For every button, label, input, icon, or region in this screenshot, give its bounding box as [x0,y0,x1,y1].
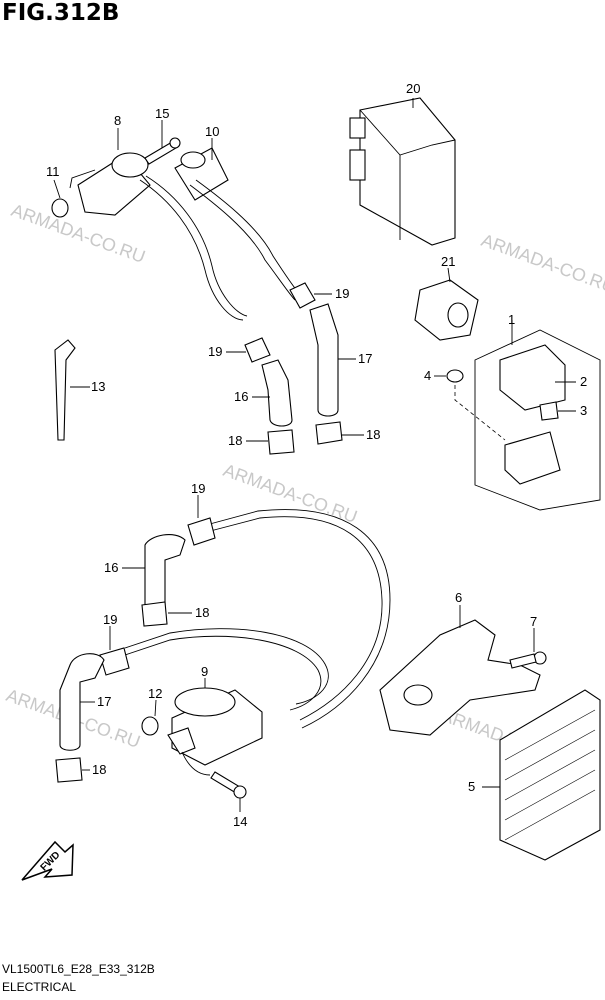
callout: 11 [46,164,60,179]
figure-title: FIG.312B [2,0,120,26]
callout: 19 [335,286,349,301]
fwd-arrow-icon: FWD [21,840,74,881]
callout: 5 [468,779,475,794]
callout: 7 [530,614,537,629]
callout: 16 [234,389,248,404]
callout: 19 [208,344,222,359]
callout: 17 [97,694,111,709]
upper-plug-parts [244,282,343,455]
lower-cables [124,509,391,729]
ecm-unit [349,97,456,246]
callout: 4 [424,368,431,383]
callout: 6 [455,590,462,605]
callout: 12 [148,686,162,701]
ignition-coil-rear [141,687,263,799]
footer-section-name: ELECTRICAL [2,980,77,994]
callout: 20 [406,81,420,96]
callout: 19 [103,612,117,627]
cable-tie [54,339,76,441]
regulator-bracket [379,619,547,736]
callout: 18 [228,433,242,448]
upper-cables [139,175,302,321]
watermark: ARMADA-CO.RU [479,230,605,297]
callout: 18 [195,605,209,620]
callouts: 20 8 15 10 11 21 19 1 2 4 3 13 19 17 16 … [46,81,587,829]
callout: 16 [104,560,118,575]
footer-model-code: VL1500TL6_E28_E33_312B [2,962,155,976]
callout: 17 [358,351,372,366]
regulator-rectifier [499,689,601,861]
callout: 10 [205,124,219,139]
callout: 1 [508,312,515,327]
leader-lines [53,98,576,812]
callout: 18 [366,427,380,442]
callout: 18 [92,762,106,777]
watermark: ARMADA-CO.RU [9,200,148,267]
callout: 14 [233,814,247,829]
connector [414,279,479,341]
callout: 9 [201,664,208,679]
callout: 3 [580,403,587,418]
callout: 21 [441,254,455,269]
callout: 8 [114,113,121,128]
callout: 2 [580,374,587,389]
starter-relay-group [446,329,601,511]
lower-plug-parts [55,517,216,783]
callout: 15 [155,106,169,121]
callout: 19 [191,481,205,496]
ignition-coil-front [51,137,229,218]
callout: 13 [91,379,105,394]
